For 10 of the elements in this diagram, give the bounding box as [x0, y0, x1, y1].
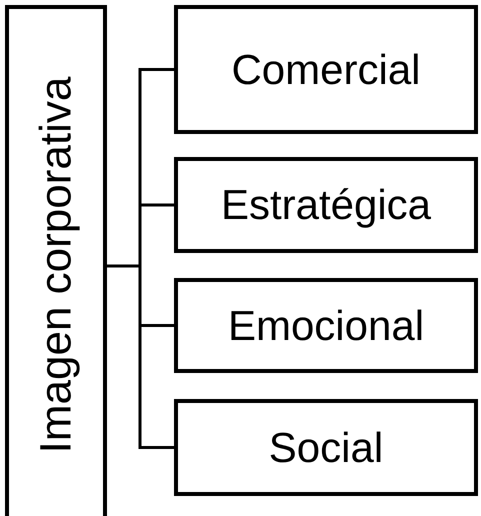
category-box	[174, 278, 478, 373]
category-box	[174, 157, 478, 253]
category-label: Estratégica	[220, 181, 432, 229]
category-label: Social	[268, 424, 384, 472]
category-label: Comercial	[231, 46, 421, 94]
category-label: Emocional	[228, 302, 424, 350]
category-box	[174, 399, 478, 496]
title-box	[5, 5, 107, 516]
category-box	[174, 5, 478, 134]
heading-text: Imagen corporativa	[31, 76, 81, 454]
